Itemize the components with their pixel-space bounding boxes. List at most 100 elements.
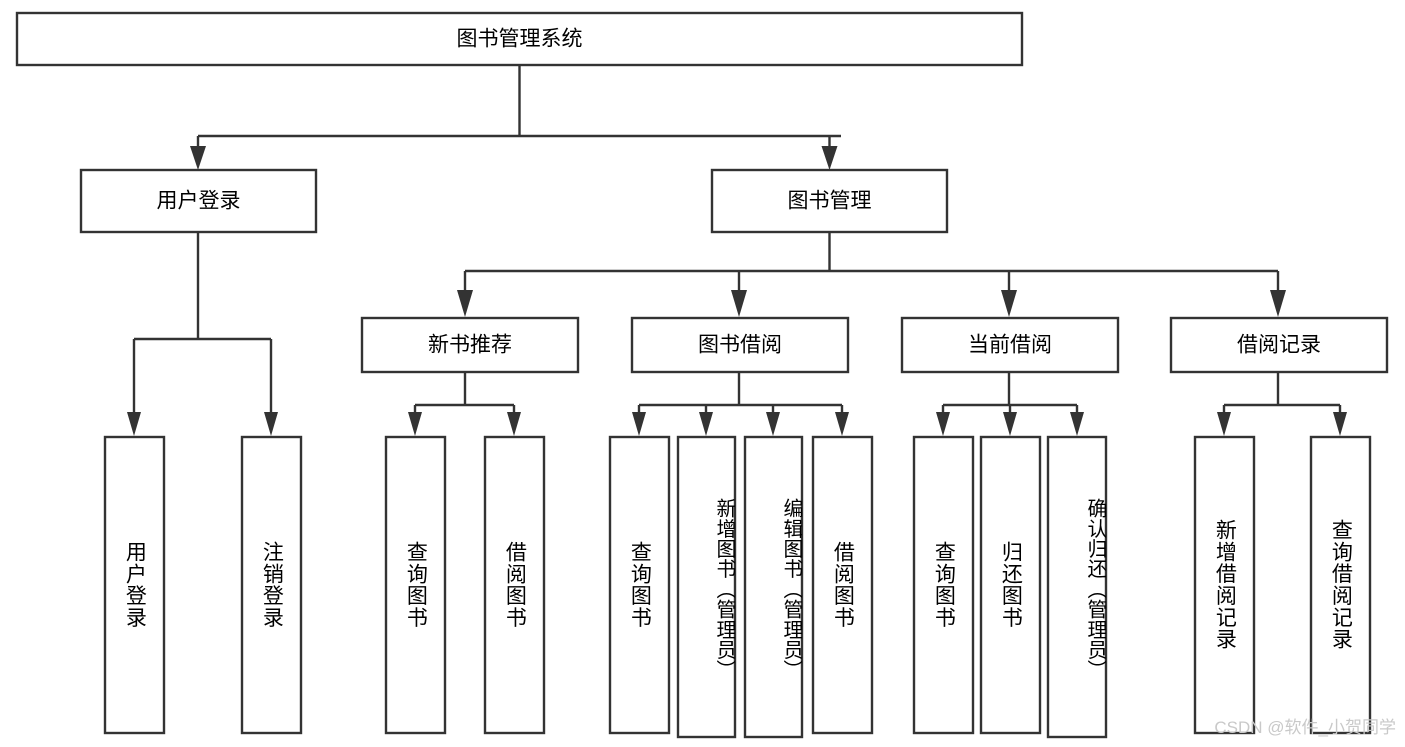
node-current-borrow-box[interactable] <box>900 316 1120 374</box>
leaf-new-book-rec-2-labelbox: 借阅图书 <box>503 541 527 629</box>
arrowhead-icon <box>1070 412 1084 436</box>
leaf-current-borrow-2-box[interactable] <box>979 435 1042 735</box>
arrowhead-icon <box>127 412 141 436</box>
leaf-new-book-rec-1-label: 查询图书 <box>404 541 428 629</box>
connector-group-current-borrow <box>936 372 1084 436</box>
leaf-current-borrow-2-label: 归还图书 <box>999 541 1023 629</box>
arrowhead-icon <box>190 146 206 170</box>
node-current-borrow-label: 当前借阅 <box>968 334 1052 357</box>
leaf-book-borrow-1-labelbox: 查询图书 <box>628 541 652 629</box>
arrowhead-icon <box>457 290 473 317</box>
leaf-book-borrow-3-label: 编辑图书（管理员） <box>780 498 802 680</box>
leaf-user-login-2-labelbox: 注销登录 <box>260 541 284 629</box>
leaf-user-login-1-label: 用户登录 <box>123 541 147 629</box>
leaf-node-user-login-2[interactable]: 注销登录 <box>240 435 303 735</box>
leaf-borrow-record-2-label: 查询借阅记录 <box>1329 519 1353 651</box>
leaf-node-book-borrow-2[interactable]: 新增图书（管理员） <box>676 435 737 739</box>
leaf-current-borrow-3-label: 确认归还（管理员） <box>1084 498 1106 680</box>
leaf-node-new-book-rec-2[interactable]: 借阅图书 <box>483 435 546 735</box>
node-book-borrow-label: 图书借阅 <box>698 334 782 357</box>
leaf-book-borrow-4-label: 借阅图书 <box>831 541 855 629</box>
arrowhead-icon <box>821 146 838 170</box>
leaf-user-login-2-box[interactable] <box>240 435 303 735</box>
arrowhead-icon <box>1003 412 1017 436</box>
leaf-book-borrow-2-labelbox: 新增图书（管理员） <box>713 498 735 680</box>
node-borrow-record[interactable]: 借阅记录 <box>1169 316 1389 374</box>
leaf-borrow-record-2-box[interactable] <box>1309 435 1372 735</box>
leaf-user-login-1-box[interactable] <box>103 435 166 735</box>
leaf-borrow-record-1-labelbox: 新增借阅记录 <box>1213 519 1237 651</box>
node-book-borrow-box[interactable] <box>630 316 850 374</box>
leaf-current-borrow-2-labelbox: 归还图书 <box>999 541 1023 629</box>
leaf-book-borrow-4-box[interactable] <box>811 435 874 735</box>
leaf-book-borrow-2-label: 新增图书（管理员） <box>713 498 735 680</box>
node-new-book-rec-label: 新书推荐 <box>428 334 512 357</box>
leaf-node-book-borrow-4[interactable]: 借阅图书 <box>811 435 874 735</box>
arrowhead-icon <box>766 412 780 436</box>
arrowhead-icon <box>1333 412 1347 436</box>
leaf-node-book-borrow-1[interactable]: 查询图书 <box>608 435 671 735</box>
leaf-node-user-login-1[interactable]: 用户登录 <box>103 435 166 735</box>
leaf-new-book-rec-1-labelbox: 查询图书 <box>404 541 428 629</box>
leaf-borrow-record-1-box[interactable] <box>1193 435 1256 735</box>
leaf-book-borrow-3-labelbox: 编辑图书（管理员） <box>780 498 802 680</box>
node-borrow-record-box[interactable] <box>1169 316 1389 374</box>
node-root-label: 图书管理系统 <box>457 28 583 51</box>
leaf-book-borrow-2-box[interactable] <box>676 435 737 739</box>
leaf-new-book-rec-1-box[interactable] <box>384 435 447 735</box>
leaf-node-current-borrow-1[interactable]: 查询图书 <box>912 435 975 735</box>
connector-group-book-borrow <box>632 372 849 436</box>
arrowhead-icon <box>507 412 521 436</box>
arrowhead-icon <box>1270 290 1286 317</box>
node-current-borrow[interactable]: 当前借阅 <box>900 316 1120 374</box>
leaf-borrow-record-1-label: 新增借阅记录 <box>1213 519 1237 651</box>
leaf-current-borrow-1-label: 查询图书 <box>932 541 956 629</box>
connector-group-root <box>190 65 841 170</box>
node-user-login[interactable]: 用户登录 <box>79 168 318 234</box>
node-borrow-record-label: 借阅记录 <box>1237 334 1321 357</box>
watermark-label: CSDN @软件_小贺同学 <box>1214 718 1396 737</box>
leaf-node-borrow-record-1[interactable]: 新增借阅记录 <box>1193 435 1256 735</box>
leaf-borrow-record-2-labelbox: 查询借阅记录 <box>1329 519 1353 651</box>
leaf-node-current-borrow-2[interactable]: 归还图书 <box>979 435 1042 735</box>
leaf-current-borrow-3-labelbox: 确认归还（管理员） <box>1084 498 1106 680</box>
leaf-user-login-1-labelbox: 用户登录 <box>123 541 147 629</box>
arrowhead-icon <box>264 412 278 436</box>
node-book-manage-box[interactable] <box>710 168 949 234</box>
arrowhead-icon <box>1217 412 1231 436</box>
leaf-book-borrow-3-box[interactable] <box>743 435 804 739</box>
arrowhead-icon <box>936 412 950 436</box>
node-book-manage[interactable]: 图书管理 <box>710 168 949 234</box>
leaf-node-borrow-record-2[interactable]: 查询借阅记录 <box>1309 435 1372 735</box>
leaf-new-book-rec-2-box[interactable] <box>483 435 546 735</box>
leaf-book-borrow-1-box[interactable] <box>608 435 671 735</box>
leaf-user-login-2-label: 注销登录 <box>260 541 284 629</box>
node-root[interactable]: 图书管理系统 <box>15 11 1024 67</box>
node-root-box[interactable] <box>15 11 1024 67</box>
node-book-borrow[interactable]: 图书借阅 <box>630 316 850 374</box>
connector-group-book-manage <box>457 232 1286 317</box>
arrowhead-icon <box>408 412 422 436</box>
node-new-book-rec-box[interactable] <box>360 316 580 374</box>
leaf-new-book-rec-2-label: 借阅图书 <box>503 541 527 629</box>
leaf-current-borrow-1-box[interactable] <box>912 435 975 735</box>
connector-group-new-book-rec <box>408 372 521 436</box>
node-new-book-rec[interactable]: 新书推荐 <box>360 316 580 374</box>
arrowhead-icon <box>835 412 849 436</box>
arrowhead-icon <box>731 290 747 317</box>
leaf-book-borrow-4-labelbox: 借阅图书 <box>831 541 855 629</box>
leaf-node-book-borrow-3[interactable]: 编辑图书（管理员） <box>743 435 804 739</box>
leaf-node-current-borrow-3[interactable]: 确认归还（管理员） <box>1046 435 1108 739</box>
leaf-current-borrow-1-labelbox: 查询图书 <box>932 541 956 629</box>
leaf-current-borrow-3-box[interactable] <box>1046 435 1108 739</box>
leaf-book-borrow-1-label: 查询图书 <box>628 541 652 629</box>
leaf-node-new-book-rec-1[interactable]: 查询图书 <box>384 435 447 735</box>
arrowhead-icon <box>632 412 646 436</box>
connector-group-user-login <box>127 232 278 436</box>
arrowhead-icon <box>1001 290 1017 317</box>
node-book-manage-label: 图书管理 <box>788 190 872 213</box>
node-user-login-box[interactable] <box>79 168 318 234</box>
arrowhead-icon <box>699 412 713 436</box>
connector-group-borrow-record <box>1217 372 1347 436</box>
